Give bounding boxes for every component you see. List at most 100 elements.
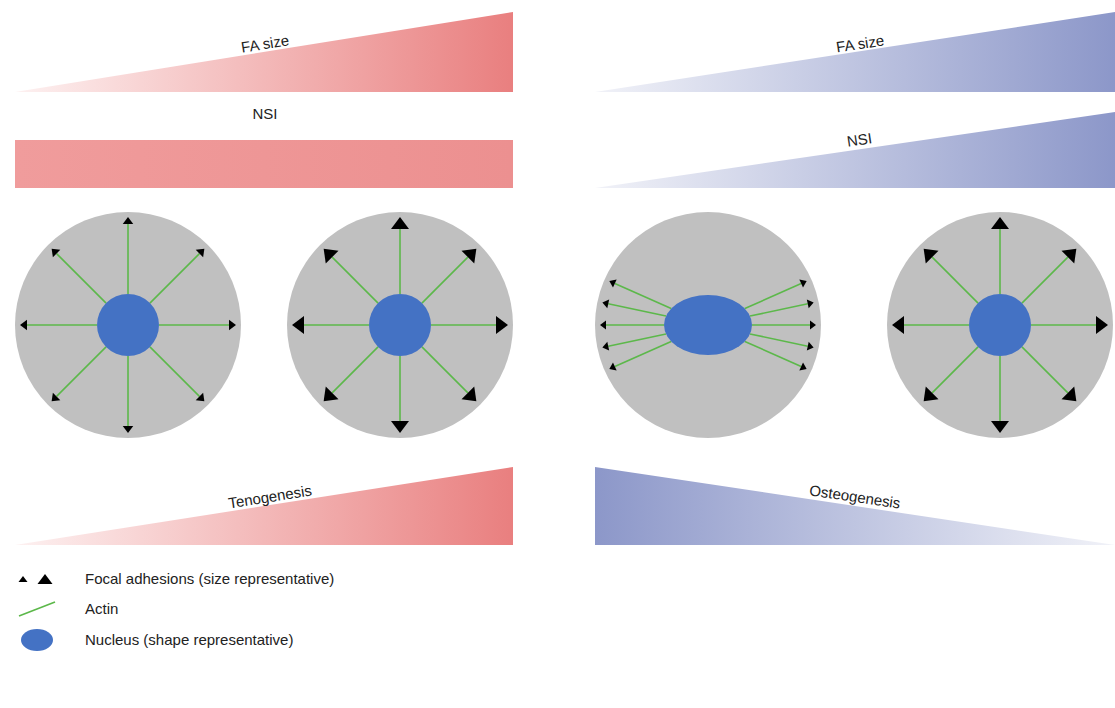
tenogenesis-wedge: Tenogenesis [15,463,513,547]
legend-sample [15,566,79,592]
wedge-fill [15,140,513,188]
focal-adhesion [462,387,477,402]
actin-fiber [615,341,671,366]
actin-fiber [57,347,106,396]
focal-adhesion [600,321,606,330]
actin-fiber [750,334,808,346]
actin-fiber [27,324,97,326]
actin-fiber [745,284,801,309]
legend-text: Focal adhesions (size representative) [85,570,334,587]
legend-sample [15,596,79,622]
focal-adhesion [609,279,616,287]
focal-adhesion [799,362,806,370]
actin-fiber [745,341,801,366]
fa-size-wedge: FA size [15,8,513,94]
actin-fiber [999,356,1001,421]
legend-sample [15,627,79,653]
actin-fiber [608,334,666,346]
nsi-band: NSI [15,100,513,190]
actin-fiber [1022,257,1068,303]
focal-adhesion [196,393,205,402]
focal-adhesion [1062,387,1077,402]
actin-fiber [399,356,401,421]
focal-adhesion [807,342,814,351]
actin-fiber [127,356,129,426]
focal-adhesion [991,421,1009,433]
cell-body [15,212,241,438]
wedge-fill [595,12,1115,92]
legend-text: Nucleus (shape representative) [85,631,293,648]
wedge-fill [595,467,1115,545]
focal-adhesion [38,574,53,584]
actin-fiber [999,229,1001,294]
focal-adhesion [991,217,1009,229]
actin-fiber [752,324,810,326]
actin-fiber [750,304,808,316]
actin-fiber [932,347,978,393]
actin-fiber [422,347,468,393]
cell [595,212,821,438]
focal-adhesion [807,299,814,308]
actin-fiber [159,324,229,326]
focal-adhesion [292,316,304,334]
focal-adhesion [462,249,477,264]
legend-entry: Focal adhesions (size representative) [15,566,535,592]
wedge-fill [15,467,513,545]
legend-entry: Nucleus (shape representative) [15,627,535,653]
focal-adhesion [924,387,939,402]
focal-adhesion [810,321,816,330]
osteogenesis-wedge: Osteogenesis [595,463,1115,547]
focal-adhesion [229,320,236,331]
focal-adhesion [123,217,134,224]
focal-adhesion [892,316,904,334]
focal-adhesion [20,320,27,331]
cell-body [887,212,1113,438]
actin-fiber [932,257,978,303]
cell [287,212,513,438]
nsi-wedge: NSI [595,108,1115,190]
focal-adhesion [799,279,806,287]
actin-fiber [1022,347,1068,393]
wedge-fill [595,112,1115,188]
cell-body [287,212,513,438]
focal-adhesion [924,249,939,264]
actin-fiber [608,304,666,316]
nucleus [664,295,752,355]
focal-adhesion [391,421,409,433]
focal-adhesion [196,249,205,258]
cell [887,212,1113,438]
wedge-label: NSI [252,106,277,123]
focal-adhesion [391,217,409,229]
focal-adhesion [52,393,61,402]
actin-fiber [606,324,664,326]
actin-fiber [1031,324,1096,326]
actin-fiber [150,254,199,303]
focal-adhesion [1062,249,1077,264]
nucleus [969,294,1031,356]
focal-adhesion [1096,316,1108,334]
legend-entry: Actin [15,596,535,622]
actin-sample [19,602,55,616]
actin-fiber [332,347,378,393]
actin-fiber [399,229,401,294]
focal-adhesion [324,249,339,264]
actin-fiber [422,257,468,303]
focal-adhesion [52,249,61,258]
focal-adhesion [19,576,28,582]
cell-body [595,212,821,438]
legend-text: Actin [85,600,118,617]
actin-fiber [332,257,378,303]
actin-fiber [904,324,969,326]
focal-adhesion [324,387,339,402]
actin-fiber [57,254,106,303]
actin-fiber [615,284,671,309]
focal-adhesion [602,299,609,308]
nucleus [97,294,159,356]
fa-size-wedge: FA size [595,8,1115,94]
focal-adhesion [602,342,609,351]
actin-fiber [127,224,129,294]
focal-adhesion [496,316,508,334]
actin-fiber [304,324,369,326]
wedge-label: NSI [846,130,873,150]
